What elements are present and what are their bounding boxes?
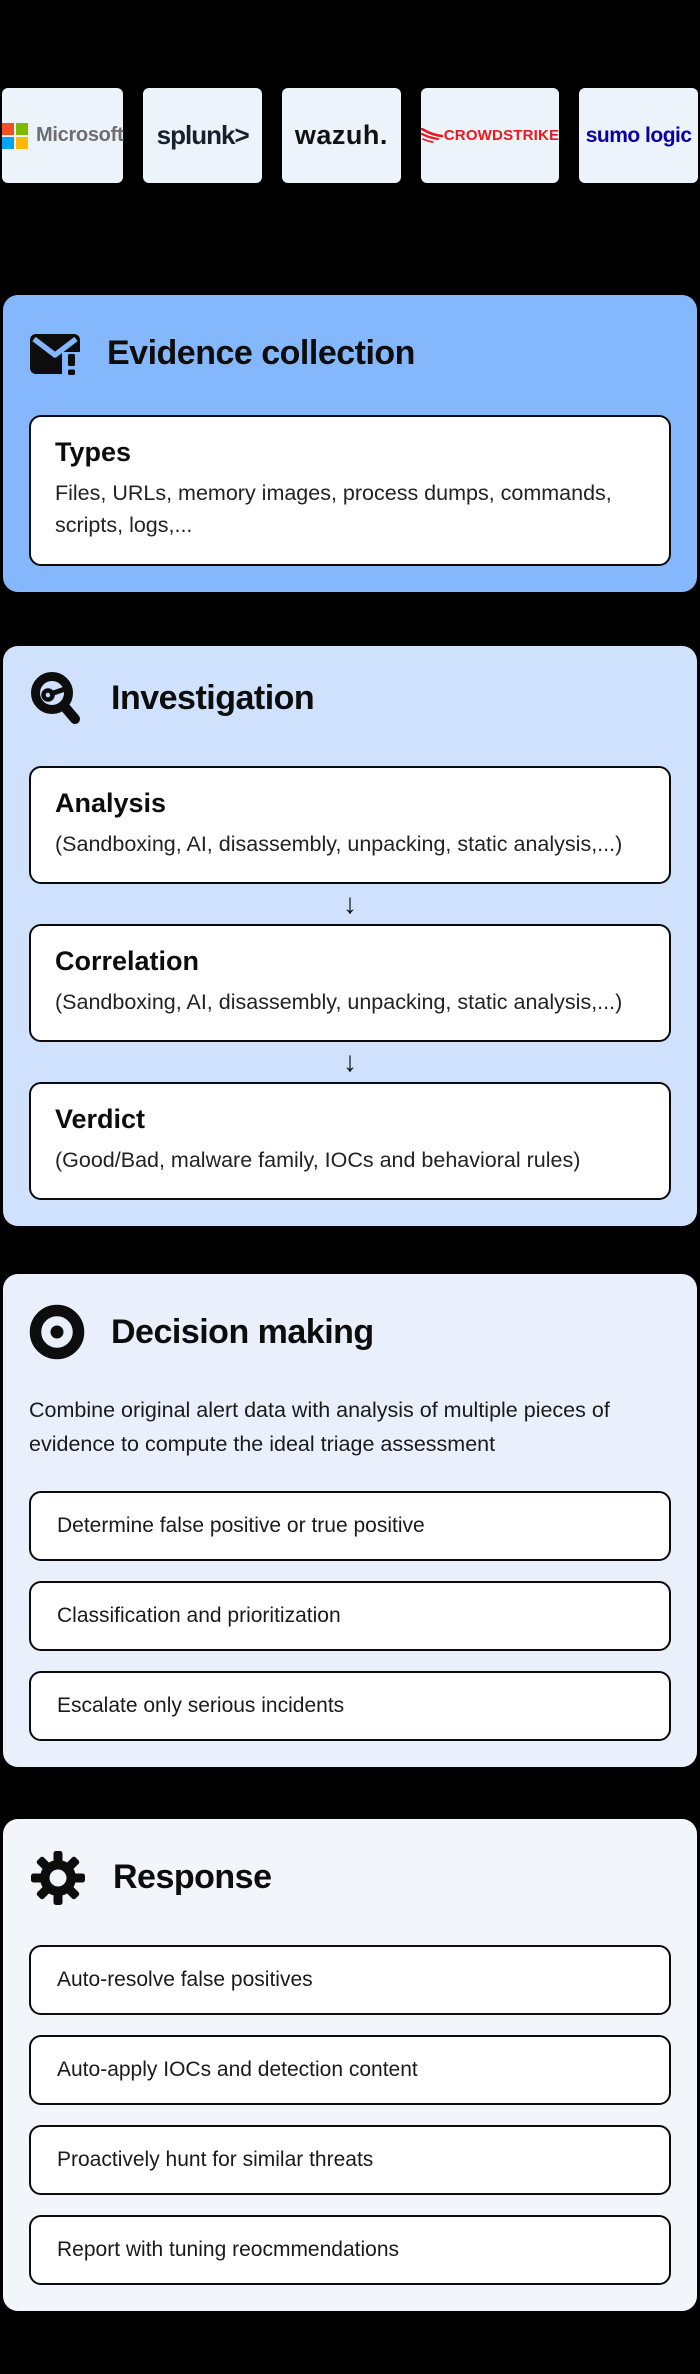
mail-alert-icon <box>29 331 81 375</box>
logo-card-microsoft: Microsoft <box>2 88 124 183</box>
microsoft-logo-icon <box>2 122 28 149</box>
decision-item-classification: Classification and prioritization <box>29 1580 671 1651</box>
correlation-card-title: Correlation <box>55 945 200 976</box>
logo-card-sumologic: sumo logic <box>579 88 698 183</box>
correlation-card-body: (Sandboxing, AI, disassembly, unpacking,… <box>55 989 623 1014</box>
splunk-logo-text: splunk> <box>156 120 250 150</box>
logo-card-splunk: splunk> <box>143 88 263 183</box>
arrow-down-icon: ↓ <box>343 887 357 919</box>
analysis-card: Analysis (Sandboxing, AI, disassembly, u… <box>29 765 671 884</box>
decision-items: Determine false positive or true positiv… <box>29 1490 671 1741</box>
crowdstrike-logo-text: CROWDSTRIKE <box>443 127 560 144</box>
section-title-response: Response <box>113 1858 272 1897</box>
response-item-hunt: Proactively hunt for similar threats <box>29 2124 671 2195</box>
section-response: Response Auto-resolve false positives Au… <box>3 1818 697 2311</box>
decision-item-false-positive: Determine false positive or true positiv… <box>29 1490 671 1561</box>
section-title-evidence: Evidence collection <box>107 333 415 372</box>
section-title-investigation: Investigation <box>111 679 315 717</box>
sumologic-logo-text: sumo logic <box>585 123 692 147</box>
section-title-decision: Decision making <box>111 1312 374 1351</box>
types-card-body: Files, URLs, memory images, process dump… <box>55 481 612 538</box>
response-item-auto-resolve: Auto-resolve false positives <box>29 1944 671 2015</box>
logo-card-wazuh: wazuh. <box>282 88 401 183</box>
investigation-flow: Analysis (Sandboxing, AI, disassembly, u… <box>29 765 671 1201</box>
response-item-auto-apply: Auto-apply IOCs and detection content <box>29 2034 671 2105</box>
arrow-down-icon: ↓ <box>343 1046 357 1077</box>
section-evidence-collection: Evidence collection Types Files, URLs, m… <box>3 295 697 592</box>
gear-icon <box>29 1849 87 1907</box>
crowdstrike-falcon-icon <box>420 127 443 143</box>
wazuh-logo-text: wazuh. <box>294 120 388 150</box>
verdict-card-body: (Good/Bad, malware family, IOCs and beha… <box>55 1148 581 1172</box>
analysis-card-title: Analysis <box>55 787 167 818</box>
search-insights-icon <box>29 670 85 728</box>
section-decision-making: Decision making Combine original alert d… <box>3 1274 697 1767</box>
vendor-logo-row: Microsoft splunk> wazuh. CROWDSTRIKE sum… <box>0 88 700 183</box>
target-icon <box>29 1304 85 1360</box>
decision-item-escalate: Escalate only serious incidents <box>29 1670 671 1741</box>
decision-intro-text: Combine original alert data with analysi… <box>29 1398 610 1456</box>
verdict-card-title: Verdict <box>55 1104 146 1134</box>
correlation-card: Correlation (Sandboxing, AI, disassembly… <box>29 923 671 1042</box>
microsoft-logo-text: Microsoft <box>36 124 124 146</box>
analysis-card-body: (Sandboxing, AI, disassembly, unpacking,… <box>55 831 623 856</box>
types-card: Types Files, URLs, memory images, proces… <box>29 415 671 566</box>
types-card-title: Types <box>55 437 132 467</box>
verdict-card: Verdict (Good/Bad, malware family, IOCs … <box>29 1082 671 1201</box>
response-item-report: Report with tuning reocmmendations <box>29 2214 671 2285</box>
logo-card-crowdstrike: CROWDSTRIKE <box>420 88 560 183</box>
response-items: Auto-resolve false positives Auto-apply … <box>29 1944 671 2285</box>
section-investigation: Investigation Analysis (Sandboxing, AI, … <box>3 645 697 1227</box>
